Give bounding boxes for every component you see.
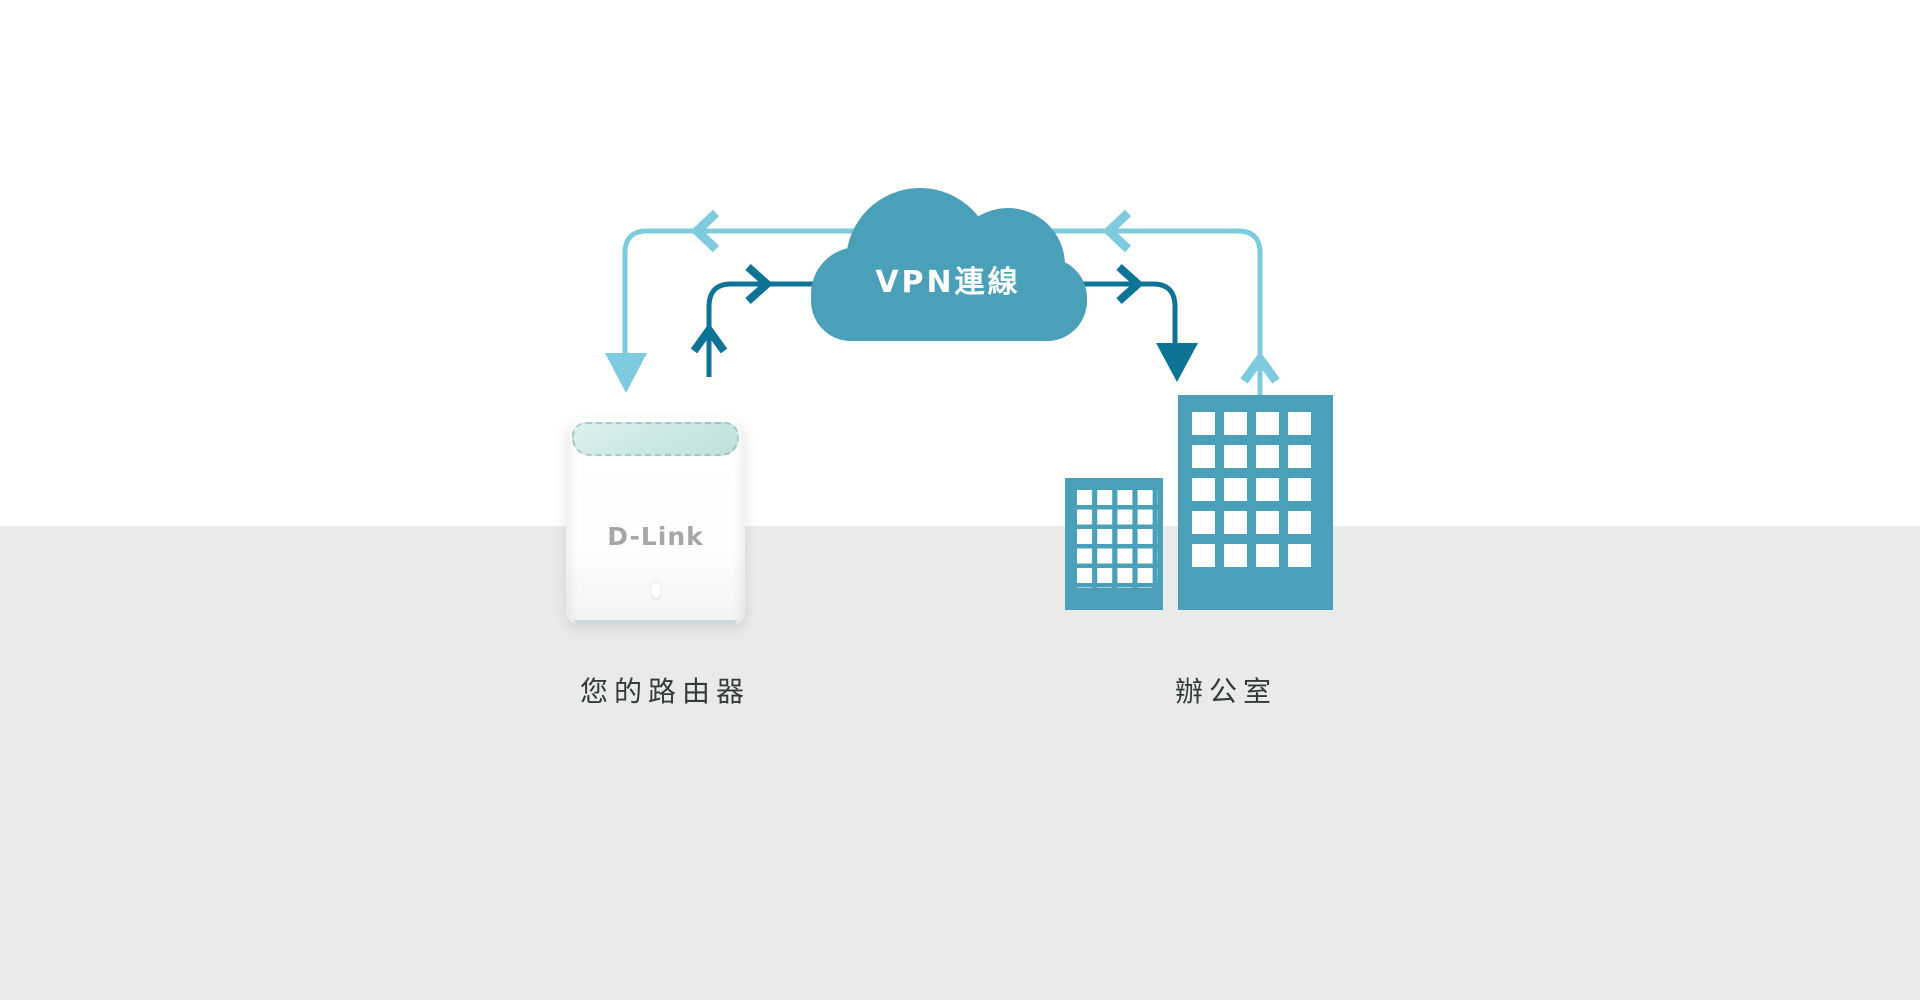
- dark-down-arrowhead-icon: [1156, 343, 1198, 382]
- router-caption: 您的路由器: [579, 675, 750, 708]
- cloud-body: [811, 258, 1087, 341]
- router-brand-logo: D-Link: [607, 522, 704, 551]
- light-down-arrowhead-icon: [605, 353, 647, 393]
- small-building-windows: [1077, 490, 1158, 588]
- light-chevron-up-icon: [1240, 351, 1280, 384]
- dark-chevron-right-icon: [1116, 264, 1144, 304]
- office-caption: 辦公室: [1174, 675, 1277, 708]
- router-device: D-Link: [566, 418, 745, 624]
- ground-background: [0, 526, 1920, 1000]
- light-chevron-left-icon: [690, 209, 720, 253]
- light-chevron-left-icon: [1102, 209, 1132, 253]
- vpn-cloud-icon: VPN連線: [811, 188, 1087, 341]
- large-building-windows: [1192, 412, 1320, 572]
- vpn-cloud-label: VPN連線: [875, 265, 1020, 300]
- dark-chevron-up-icon: [690, 323, 728, 354]
- router-led-button: [649, 581, 662, 600]
- office-buildings-icon: [1065, 395, 1333, 610]
- dark-chevron-right-icon: [745, 264, 773, 304]
- router-top-panel: [572, 422, 739, 456]
